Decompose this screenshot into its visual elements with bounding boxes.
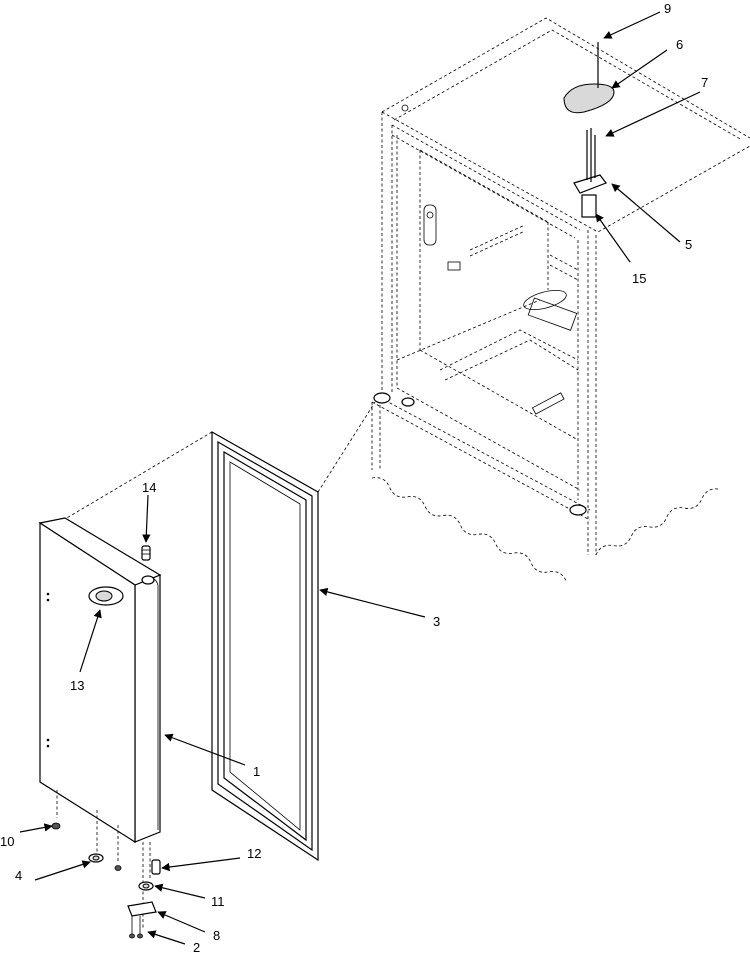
bottom-hinge-part-8 — [127, 901, 157, 917]
callout-4: 4 — [15, 868, 22, 883]
callout-3: 3 — [433, 614, 440, 629]
callout-labels: 1 2 3 4 5 6 7 8 9 10 11 12 13 14 15 — [0, 1, 708, 955]
refrigerator-cabinet — [371, 17, 750, 582]
screw-part-2a — [129, 933, 135, 939]
callout-10: 10 — [0, 834, 14, 849]
door-gasket-part-3 — [59, 401, 376, 862]
callout-8: 8 — [213, 928, 220, 943]
callout-11: 11 — [211, 894, 225, 909]
callout-5: 5 — [685, 237, 692, 252]
hinge-shim-part-15 — [581, 194, 597, 218]
hinge-bushing-part-14 — [141, 545, 151, 561]
callout-13: 13 — [70, 678, 84, 693]
top-hinge-assembly — [563, 42, 615, 218]
top-hinge-part-5 — [573, 174, 607, 194]
bottom-hinge-hardware — [51, 790, 161, 939]
screw-part-2b — [137, 933, 143, 939]
callout-9: 9 — [664, 1, 671, 16]
hinge-cover-part-6 — [563, 83, 615, 114]
callout-6: 6 — [676, 37, 683, 52]
door-plug-part-10 — [51, 822, 61, 830]
callout-15: 15 — [632, 271, 646, 286]
bottom-bushing-part-12 — [151, 859, 161, 875]
callout-14: 14 — [142, 480, 156, 495]
callout-1: 1 — [253, 764, 260, 779]
callout-2: 2 — [193, 940, 200, 955]
callout-12: 12 — [247, 846, 261, 861]
door-panel-part-1 — [38, 517, 162, 844]
leader-lines — [19, 11, 701, 945]
callout-7: 7 — [701, 75, 708, 90]
